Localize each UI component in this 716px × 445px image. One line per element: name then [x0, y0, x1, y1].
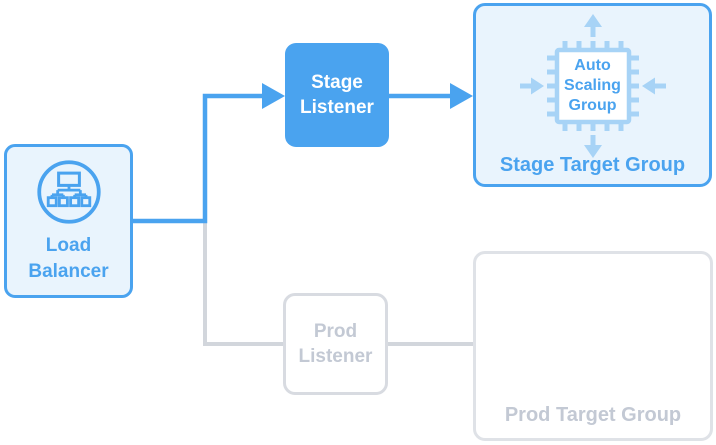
- prod-listener-node: Prod Listener: [283, 293, 388, 395]
- chip-pins: [546, 41, 639, 131]
- load-balancer-node: Load Balancer: [4, 144, 133, 298]
- stage-listener-node: Stage Listener: [285, 43, 389, 147]
- scale-in-left-arrow-icon: [519, 77, 544, 95]
- prod-listener-label: Prod Listener: [298, 320, 373, 367]
- chip-body: [554, 47, 631, 125]
- edge-load-balancer-to-stage-listener: [133, 93, 263, 224]
- prod-target-group-node: Prod Target Group: [473, 251, 713, 441]
- arrowhead-stage-listener: [262, 83, 285, 109]
- scale-in-right-arrow-icon: [641, 77, 666, 95]
- scale-up-arrow-icon: [583, 14, 602, 37]
- stage-target-group-label: Stage Target Group: [499, 154, 686, 176]
- prod-target-group-label: Prod Target Group: [504, 404, 682, 426]
- auto-scaling-group-label: Auto Scaling Group: [564, 57, 621, 114]
- scale-down-arrow-icon: [583, 135, 602, 158]
- load-balancer-network-icon: [36, 160, 101, 225]
- cpu-chip-icon: [519, 14, 666, 158]
- edge-load-balancer-to-prod-listener: [203, 221, 284, 346]
- load-balancer-label: Load Balancer: [28, 235, 109, 282]
- stage-listener-label: Stage Listener: [300, 71, 374, 118]
- arrowhead-stage-target-group: [450, 83, 473, 109]
- stage-target-group-node: Auto Scaling Group Stage Target Group: [473, 3, 712, 187]
